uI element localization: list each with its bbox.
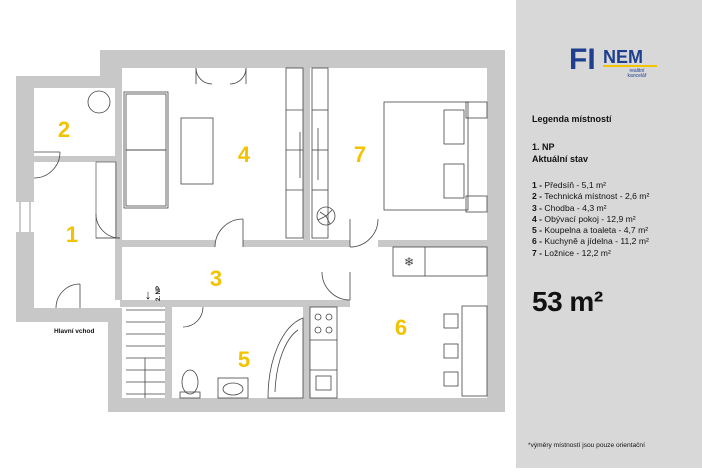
living-room-furniture xyxy=(123,67,304,239)
room-item: 1 - Předsíň - 5,1 m² xyxy=(532,180,607,190)
room-item: 6 - Kuchyně a jídelna - 11,2 m² xyxy=(532,236,649,247)
room-item: 2 - Technická místnost - 2,6 m² xyxy=(532,191,650,202)
room-number-4: 4 xyxy=(238,142,251,167)
room-list: 1 - Předsíň - 5,1 m² 2 - Technická místn… xyxy=(532,180,649,259)
staircase xyxy=(126,309,165,398)
freezer-icon: ❄ xyxy=(404,255,414,269)
area-note: *výměry místností jsou pouze orientační xyxy=(528,442,645,449)
wardrobe xyxy=(95,161,117,239)
stairs-label: 2. NP xyxy=(156,286,162,301)
outer-walls xyxy=(16,50,505,412)
room-item: 7 - Ložnice - 12,2 m² xyxy=(532,247,611,258)
plant xyxy=(316,206,336,226)
room-number-7: 7 xyxy=(354,142,366,167)
room-item: 3 - Chodba - 4,3 m² xyxy=(532,202,607,213)
doors xyxy=(33,67,379,328)
room-number-2: 2 xyxy=(58,117,70,142)
window-room-1 xyxy=(16,202,34,232)
logo-sub1: realitní xyxy=(629,68,645,74)
entrance-label: Hlavní vchod xyxy=(54,328,94,335)
room-number-1: 1 xyxy=(66,222,78,247)
interior-walls xyxy=(34,68,488,399)
room-numbers: 2 1 4 7 3 5 6 xyxy=(58,117,407,372)
state-label: Aktuální stav xyxy=(532,154,589,164)
legend-panel: FI NEM realitní kancelář Legenda místnos… xyxy=(516,0,702,468)
floor-label: 1. NP xyxy=(532,142,555,152)
boiler xyxy=(87,90,111,114)
room-number-5: 5 xyxy=(238,347,250,372)
room-number-6: 6 xyxy=(395,315,407,340)
room-item: 4 - Obývací pokoj - 12,9 m² xyxy=(532,213,636,224)
bathroom-fixtures xyxy=(179,317,304,399)
room-item: 5 - Koupelna a toaleta - 4,7 m² xyxy=(532,225,649,236)
legend-title: Legenda místností xyxy=(532,114,612,124)
room-number-3: 3 xyxy=(210,266,222,291)
floor-plan-drawing: ❄ xyxy=(16,50,505,412)
bedroom-furniture xyxy=(299,67,488,239)
logo-sub2: kancelář xyxy=(628,73,647,78)
stairs-arrow-icon: ↓ xyxy=(145,287,152,302)
total-area: 53 m² xyxy=(532,286,603,317)
logo-nem: NEM xyxy=(603,47,643,67)
floor-plan: ❄ xyxy=(16,50,505,412)
kitchen-furniture xyxy=(309,246,488,399)
logo-underline xyxy=(603,65,657,67)
finem-logo: FI NEM realitní kancelář xyxy=(569,43,657,78)
logo-fi: FI xyxy=(569,43,596,76)
